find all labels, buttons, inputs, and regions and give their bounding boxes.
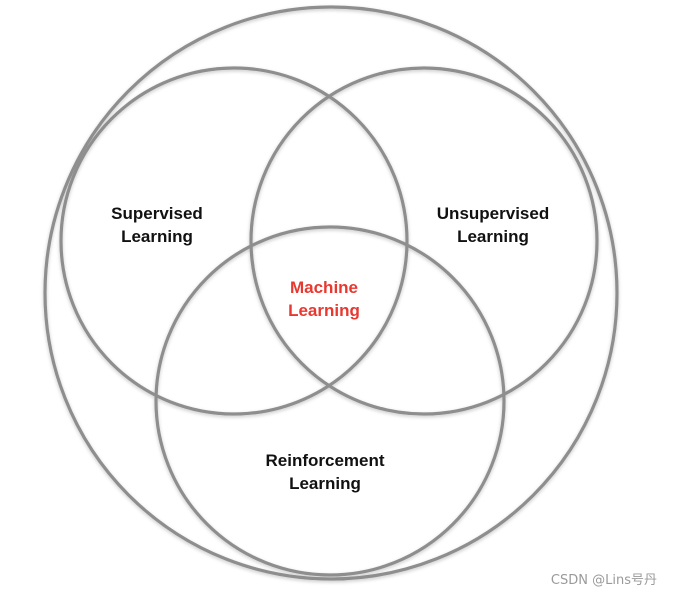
reinforcement-circle: [154, 225, 506, 577]
unsupervised-line2: Learning: [457, 227, 529, 246]
machine-line2: Learning: [288, 301, 360, 320]
csdn-watermark: CSDN @Lins号丹: [550, 573, 657, 588]
outer-circle: [43, 5, 619, 581]
supervised-line2: Learning: [121, 227, 193, 246]
supervised-learning-label: Supervised Learning: [77, 202, 237, 248]
reinforcement-line1: Reinforcement: [265, 451, 385, 470]
machine-line1: Machine: [289, 278, 359, 297]
supervised-line1: Supervised: [111, 204, 203, 223]
unsupervised-circle: [249, 66, 599, 416]
unsupervised-learning-label: Unsupervised Learning: [413, 202, 573, 248]
machine-learning-label: Machine Learning: [244, 276, 404, 322]
supervised-circle: [59, 66, 409, 416]
reinforcement-line2: Learning: [289, 474, 361, 493]
unsupervised-line1: Unsupervised: [436, 204, 550, 223]
reinforcement-learning-label: Reinforcement Learning: [235, 449, 415, 495]
